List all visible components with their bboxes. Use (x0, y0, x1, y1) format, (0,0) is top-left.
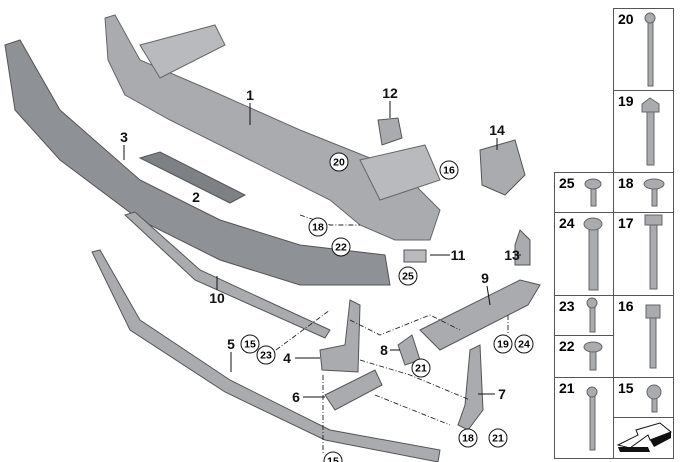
part-9-arm (419, 279, 541, 351)
part-5-lower-strip (91, 249, 441, 462)
part-12-bracket (377, 117, 403, 146)
circled-label: 21 (411, 358, 431, 378)
fastener-number: 15 (618, 380, 634, 396)
direction-arrow-cell (613, 417, 674, 459)
fastener-cell-16: 16 (613, 295, 674, 378)
label-2: 2 (192, 189, 200, 205)
part-4-bracket (319, 299, 361, 373)
fastener-cell-21: 21 (554, 377, 614, 459)
label-7: 7 (498, 386, 506, 402)
part-7-bracket (457, 344, 484, 431)
circled-label: 21 (488, 428, 508, 448)
label-6: 6 (292, 389, 300, 405)
circled-label: 19 (493, 334, 513, 354)
fastener-number: 16 (618, 298, 634, 314)
circled-label: 18 (458, 428, 478, 448)
part-3-absorber (4, 39, 391, 286)
circled-label: 23 (256, 345, 276, 365)
fastener-number: 17 (618, 215, 634, 231)
part-1-crash-box (139, 24, 226, 79)
fastener-number: 21 (559, 380, 575, 396)
circled-label: 24 (514, 334, 534, 354)
circled-label: 16 (439, 160, 459, 180)
part-13-bracket (514, 229, 531, 266)
circled-label: 25 (398, 266, 418, 286)
label-14: 14 (489, 122, 505, 138)
label-5: 5 (227, 336, 235, 352)
fastener-number: 20 (618, 11, 634, 27)
part-11-clip (403, 249, 427, 263)
label-9: 9 (481, 270, 489, 286)
fastener-number: 19 (618, 93, 634, 109)
label-10: 10 (209, 290, 225, 306)
fastener-number: 24 (559, 215, 575, 231)
fastener-number: 25 (559, 175, 575, 191)
circled-label: 15 (240, 334, 260, 354)
fastener-number: 23 (559, 298, 575, 314)
fastener-cell-17: 17 (613, 212, 674, 296)
circled-label: 22 (331, 237, 351, 257)
fastener-cell-18: 18 (613, 172, 674, 213)
fastener-cell-23: 23 (554, 295, 614, 336)
part-1-bumper-carrier (104, 14, 441, 241)
label-3: 3 (120, 129, 128, 145)
fastener-number: 22 (559, 338, 575, 354)
part-6-bracket (324, 369, 383, 411)
fastener-cell-19: 19 (613, 90, 674, 173)
fastener-cell-15: 15 (613, 377, 674, 418)
fastener-cell-22: 22 (554, 335, 614, 378)
fastener-cell-20: 20 (613, 8, 674, 91)
label-8: 8 (380, 342, 388, 358)
part-10-strip (124, 211, 331, 339)
label-12: 12 (382, 85, 398, 101)
label-11: 11 (450, 247, 466, 263)
part-2-pad (138, 151, 247, 204)
fastener-cell-25: 25 (554, 172, 614, 213)
circled-label: 20 (329, 152, 349, 172)
fastener-number: 18 (618, 175, 634, 191)
part-crash-box-right (359, 144, 441, 201)
label-13: 13 (504, 247, 520, 263)
leader-lines (123, 101, 521, 398)
part-14-bracket (479, 139, 526, 196)
leader-dashes (275, 214, 509, 455)
fastener-cell-24: 24 (554, 212, 614, 296)
label-4: 4 (283, 350, 291, 366)
circled-label: 18 (308, 217, 328, 237)
label-1: 1 (246, 87, 254, 103)
